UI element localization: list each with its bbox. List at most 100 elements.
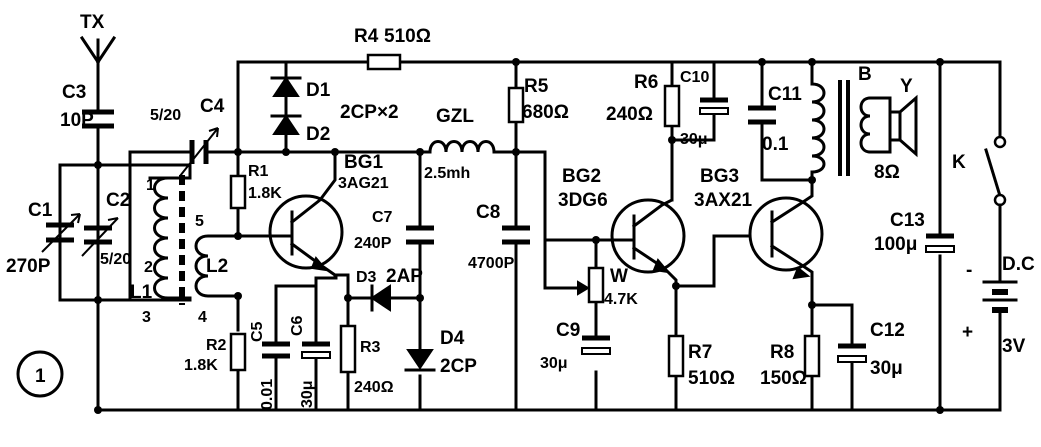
c6-value: 30μ	[299, 380, 316, 408]
antenna-label: TX	[80, 12, 105, 33]
c1-ref: C1	[28, 200, 53, 221]
capacitor-c12: C12 30μ	[810, 303, 905, 412]
bg1-ref: BG1	[344, 152, 384, 173]
r2-value: 1.8K	[184, 357, 218, 374]
resistor-r7: R7 510Ω	[667, 328, 735, 412]
resistor-r5: R5 680Ω	[507, 60, 569, 412]
c1-value: 270P	[6, 256, 51, 277]
c13-value: 100μ	[874, 234, 917, 255]
inductor-gzl: GZL 2.5mh	[418, 106, 518, 182]
c8-value: 4700P	[468, 255, 515, 272]
gzl-value: 2.5mh	[424, 165, 470, 182]
k-ref: K	[952, 152, 966, 173]
figure-number-text: 1	[35, 366, 46, 387]
d4-value: 2CP	[440, 356, 477, 377]
l1-ref: L1	[130, 282, 153, 303]
bg1-emitter-line	[333, 273, 350, 412]
c7-ref: C7	[372, 209, 393, 226]
resistor-r4: R4 510Ω	[354, 26, 431, 71]
dc-voltage: 3V	[1002, 336, 1026, 357]
c9-value: 30μ	[540, 355, 568, 372]
bg2-to-bg3	[674, 234, 774, 288]
r3-ref: R3	[360, 339, 381, 356]
transistor-bg2: BG2 3DG6	[543, 98, 686, 332]
capacitor-c3: C3 10P	[60, 82, 114, 412]
diode-d3: D3 2AP	[346, 266, 423, 312]
capacitor-c2: C2 5/20	[81, 190, 131, 268]
l2-ref: L2	[206, 256, 228, 277]
d2-value: 2CP×2	[340, 102, 399, 123]
c11-ref: C11	[768, 84, 802, 105]
c12-value: 30μ	[870, 358, 903, 379]
capacitor-c4: C4 5/20	[128, 96, 240, 177]
y-ref: Y	[900, 76, 913, 97]
bg2-ref: BG2	[562, 166, 601, 187]
r7-ref: R7	[688, 342, 712, 363]
c13-ref: C13	[890, 210, 925, 231]
d3-ref: D3	[356, 269, 377, 286]
capacitor-c6: C6 30μ	[289, 284, 331, 412]
transistor-bg1: BG1 3AG21	[268, 150, 389, 278]
c2-ref: C2	[106, 190, 130, 211]
r1-value: 1.8K	[248, 185, 282, 202]
coil-l1: 1 2 3 L1	[128, 163, 192, 326]
switch-k: K	[952, 60, 1007, 284]
c5-value: 0.01	[259, 379, 276, 410]
capacitor-c7: C7 240P	[354, 150, 434, 300]
y-value: 8Ω	[874, 162, 900, 183]
capacitor-c8: C8 4700P	[468, 202, 530, 272]
coil-l2: L2 5 4	[194, 213, 274, 326]
c6-ref: C6	[289, 315, 306, 336]
potentiometer-w: W 4.7K	[568, 238, 638, 412]
transformer-b: B	[810, 60, 872, 182]
l1-pin-3: 3	[142, 309, 151, 326]
c5-c6-link	[274, 276, 338, 300]
antenna: TX	[79, 12, 117, 112]
l2-pin-5: 5	[195, 213, 204, 230]
r7-value: 510Ω	[688, 368, 735, 389]
diodes-d1-d2: D1 D2 2CP×2	[270, 60, 399, 154]
l1-pin-2: 2	[144, 259, 153, 276]
resistor-r2: R2 1.8K	[184, 332, 247, 374]
figure-number: 1	[16, 350, 64, 398]
c11-value: 0.1	[762, 134, 789, 155]
c12-ref: C12	[870, 320, 905, 341]
b-ref: B	[858, 64, 872, 85]
capacitor-c5: C5 0.01	[249, 296, 290, 412]
c4-value: 5/20	[150, 107, 181, 124]
r4-value: 510Ω	[384, 26, 431, 47]
resistor-r6: R6 240Ω	[606, 60, 681, 202]
r2-ref: R2	[206, 337, 227, 354]
battery-dc: D.C - + 3V	[962, 254, 1035, 412]
speaker-y: Y 8Ω	[868, 76, 918, 183]
capacitor-c1: C1 270P	[6, 163, 81, 302]
d3-value: 2AP	[386, 266, 423, 287]
d4-ref: D4	[440, 328, 465, 349]
c3-ref: C3	[62, 82, 86, 103]
gzl-ref: GZL	[436, 106, 474, 127]
c10-ref: C10	[680, 69, 709, 86]
bg3-ref: BG3	[700, 166, 739, 187]
r6-value: 240Ω	[606, 104, 653, 125]
c9-ref: C9	[556, 320, 580, 341]
tank-loop	[58, 163, 192, 302]
c2-value: 5/20	[100, 251, 131, 268]
resistor-r3: R3 240Ω	[339, 324, 394, 396]
r8-ref: R8	[770, 342, 794, 363]
transistor-bg3: BG3 3AX21	[694, 166, 824, 307]
c5-ref: C5	[249, 321, 266, 342]
dc-minus: -	[966, 260, 972, 281]
r6-ref: R6	[634, 72, 658, 93]
bg2-value: 3DG6	[558, 190, 608, 211]
r1-ref: R1	[248, 163, 269, 180]
c3-value: 10P	[60, 110, 94, 131]
c7-value: 240P	[354, 235, 392, 252]
bg1-value: 3AG21	[338, 175, 389, 192]
l2-pin-4: 4	[198, 309, 207, 326]
capacitor-c11: C11 0.1	[748, 60, 814, 182]
r5-value: 680Ω	[522, 102, 569, 123]
d2-ref: D2	[306, 124, 330, 145]
r4-ref: R4	[354, 26, 379, 47]
l1-pin-1: 1	[146, 177, 155, 194]
